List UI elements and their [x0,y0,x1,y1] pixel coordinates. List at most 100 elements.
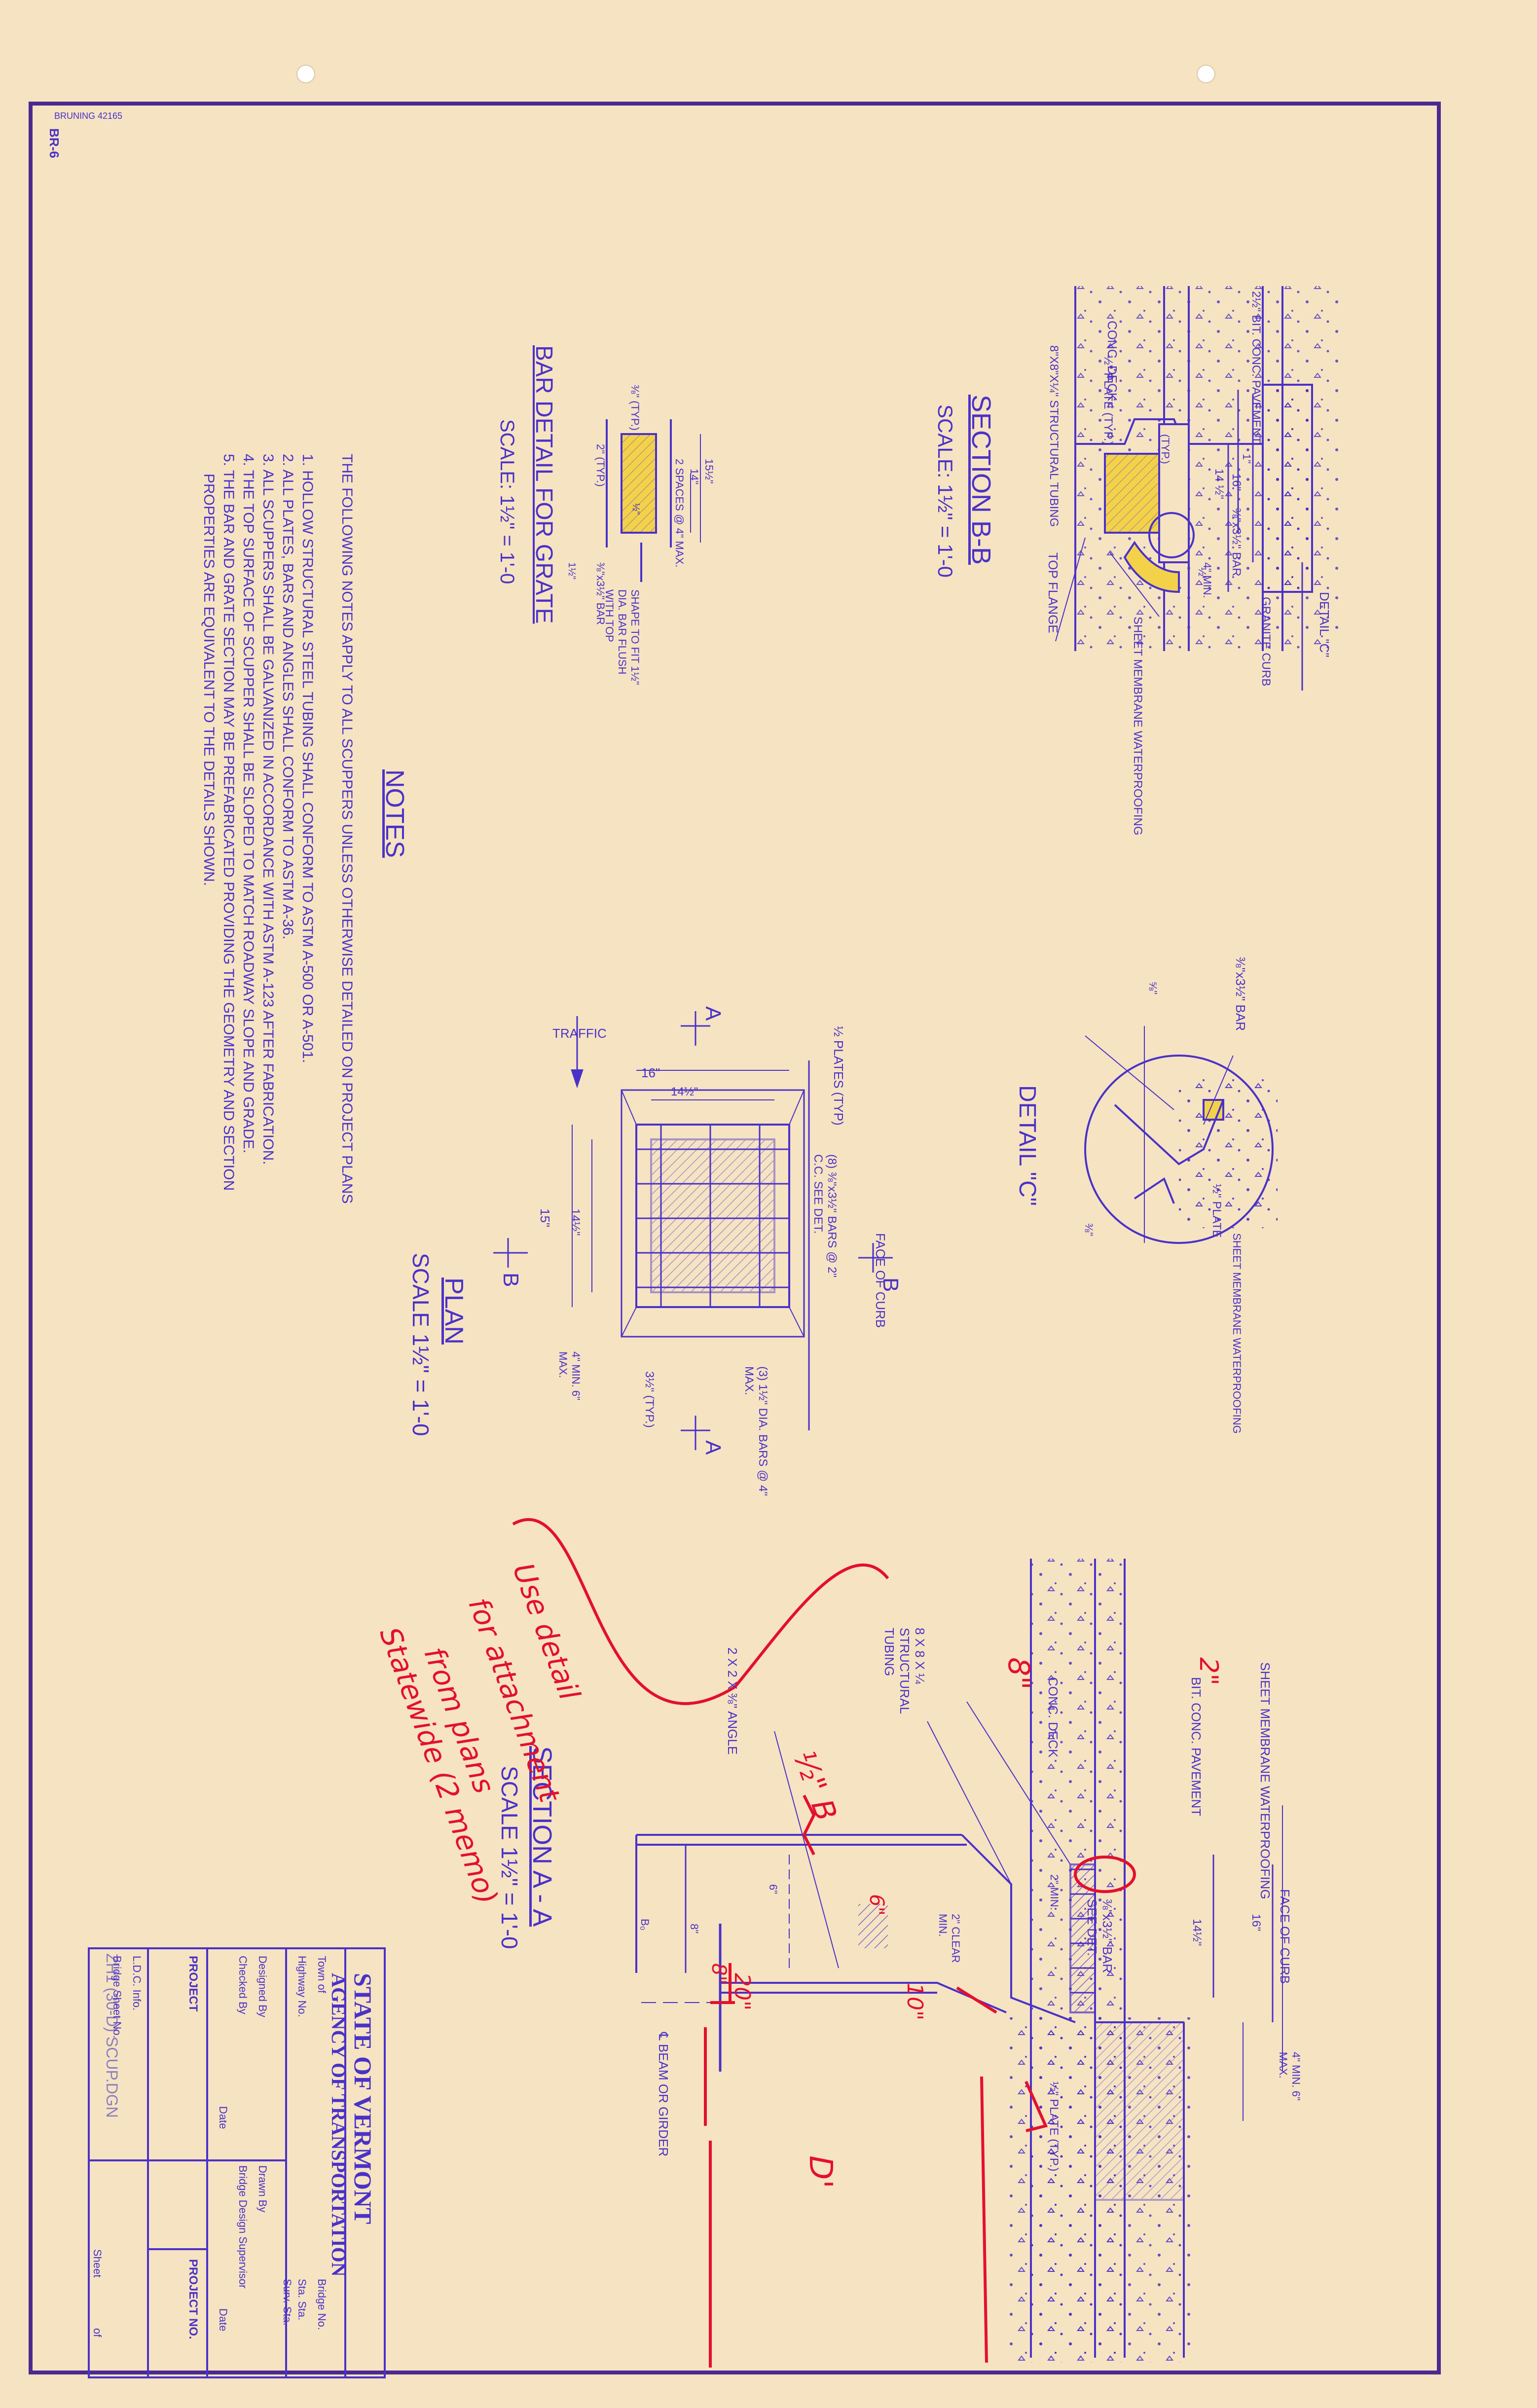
section-aa-label: 14½" [1190,1919,1204,1946]
notes-item: PROPERTIES ARE EQUIVALENT TO THE DETAILS… [201,474,217,886]
tb-date1: Date [217,2106,229,2129]
tb-supervisor: Bridge Design Supervisor [237,2165,249,2289]
section-aa-label: 2 X 2 X ⅜" ANGLE [725,1647,740,1755]
plan-label: 4" MIN. 6" MAX. [557,1351,582,1400]
bar-detail-label: 2" (TYP.) [594,444,607,487]
bar-detail-label: SHAPE TO FIT 1½" DIA. BAR FLUSH WITH TOP [603,589,641,685]
notes-title: NOTES [380,769,409,858]
bar-detail-drawing [606,419,701,582]
section-aa-scale: SCALE 1½" = 1'-0 [497,1766,522,1949]
tb-project: PROJECT [186,1956,200,2012]
section-bb-label: ⅜"x3½" BAR [1230,508,1243,577]
plan-title: PLAN [439,1277,468,1345]
detail-c-label: ½" PLATE [1210,1184,1223,1238]
section-bb-title: SECTION B-B [966,395,996,565]
section-bb-scale: SCALE: 1½" = 1'-0 [934,404,957,578]
section-aa-label: 6" [767,1884,779,1895]
detail-c-label: ⅝" [1147,982,1159,995]
section-bb-label: 14 ½" [1212,469,1226,499]
plan-label: (8) ⅜"x3½" BARS @ 2" C.C. SEE DET. [811,1154,839,1278]
notes-item: 3. ALL SCUPPERS SHALL BE GALVANIZED IN A… [260,454,276,1165]
tb-highway: Highway No. [296,1956,308,2017]
sheet-tag: BR-6 [47,128,62,158]
tb-drawn: Drawn By [256,2165,269,2213]
section-bb-label: SHEET MEMBRANE WATERPROOFING [1131,617,1144,836]
plan-label: 15" [538,1208,552,1228]
section-bb-label: 16" [1230,474,1243,491]
section-aa-label: 8" [688,1924,700,1934]
section-aa-label: 2" CLEAR MIN. [937,1914,962,1963]
section-aa-label: FACE OF CURB [1278,1889,1292,1984]
tb-town: Town of [316,1956,328,1993]
section-aa-label: BIT. CONC. PAVEMENT [1189,1677,1204,1817]
section-aa-label: ℄ BEAM OR GIRDER [656,2032,671,2157]
red-dim: 10" [902,1983,927,2021]
title-agency: AGENCY OF TRANSPORTATION [328,1973,350,2277]
plan-label: ½ PLATES (TYP) [831,1026,846,1126]
detail-c-label: ⅜"x3½" BAR [1233,957,1248,1031]
red-markups [512,1518,1136,2368]
punch-hole [296,65,315,83]
plan-label: 14½" [569,1208,582,1236]
title-block [88,1947,386,2378]
red-dim: D' [802,2155,839,2189]
bar-detail-label: 14" [688,469,700,485]
tb-date2: Date [217,2308,229,2332]
notes-item: 4. THE TOP SURFACE OF SCUPPER SHALL BE S… [240,454,256,1154]
title-state: STATE OF VERMONT [349,1973,377,2225]
plan-label: 14½" [671,1085,698,1098]
bar-detail-scale: SCALE: 1½" = 1'-0 [496,419,518,584]
section-aa-drawing [635,1559,1283,2363]
section-bb-label: ½" PLATE (TYP.) [1101,355,1115,445]
section-aa-label: CONC. DECK [1046,1677,1061,1758]
section-bb-drawing [1055,286,1342,691]
section-bb-label: ½" [1196,567,1208,581]
plan-drawing [493,1011,893,1450]
section-aa-label: 2" MIN. [1048,1874,1061,1910]
section-bb-label: 8"X8"X¼" STRUCTURAL TUBING [1047,345,1061,527]
tb-ldc: L.D.C. Info. [131,1956,143,2011]
notes-intro: THE FOLLOWING NOTES APPLY TO ALL SCUPPER… [339,454,355,1204]
section-aa-label: ⅜"x3½" BAR SEE DET. [1085,1899,1115,1973]
tb-checked: Checked By [237,1956,249,2014]
section-mark-a-bottom: A [701,1440,725,1455]
red-dim: 8" [707,1963,730,1985]
tb-bridge: Bridge No. [316,2279,328,2330]
tb-of: of [91,2328,104,2337]
plan-label: (3) 1½" DIA. BARS @ 4" MAX. [742,1366,769,1496]
punch-hole [1197,65,1215,83]
section-bb-label: 2½" BIT. CONC. PAVEMENT [1249,291,1263,444]
notes-item: 2. ALL PLATES, BARS AND ANGLES SHALL CON… [280,454,296,940]
detail-c-label: ⅜" [1083,1223,1095,1237]
section-aa-label: 8 X 8 X ¼ STRUCTURAL TUBING [882,1628,927,1714]
tb-designed: Designed By [256,1956,269,2017]
section-mark-a-top: A [701,1006,725,1021]
bar-detail-label: 1½" [566,562,577,580]
section-bb-label: 1" [1241,454,1253,464]
red-dim: 6" [865,1894,888,1916]
section-mark-b-left: B [499,1273,523,1287]
detail-c-label: SHEET MEMBRANE WATERPROOFING [1231,1233,1243,1434]
plan-label: 3½" (TYP.) [643,1371,656,1428]
section-aa-label: B₀ [639,1919,651,1931]
notes-item: 5. THE BAR AND GRATE SECTION MAY BE PREF… [220,454,237,1191]
notes-item: 1. HOLLOW STRUCTURAL STEEL TUBING SHALL … [299,454,316,1063]
section-aa-label: 16" [1249,1914,1263,1932]
tb-surv: Surv. Sta. [281,2279,293,2326]
tb-bridge-sheet: Bridge Sheet No. [111,1956,123,2039]
red-dim: 20" [730,1973,755,2011]
section-aa-label: ½" PLATE (TYP.) [1047,2081,1061,2172]
section-aa-label: 4" MIN. 6" MAX. [1277,2052,1302,2101]
bar-detail-label: 2 SPACES @ 4" MAX. [673,459,686,568]
bar-detail-label: ½" [630,503,641,515]
section-aa-label: SHEET MEMBRANE WATERPROOFING [1258,1662,1273,1899]
red-dim: 8" [1001,1657,1036,1690]
detail-c-title: DETAIL "C" [1014,1085,1040,1206]
traffic-label: TRAFFIC [552,1026,607,1041]
section-bb-label: TOP FLANGE [1046,552,1061,633]
bar-detail-title: BAR DETAIL FOR GRATE [531,345,557,624]
section-bb-label: GRANITE CURB [1259,597,1273,687]
tb-sheet: Sheet [91,2249,104,2278]
